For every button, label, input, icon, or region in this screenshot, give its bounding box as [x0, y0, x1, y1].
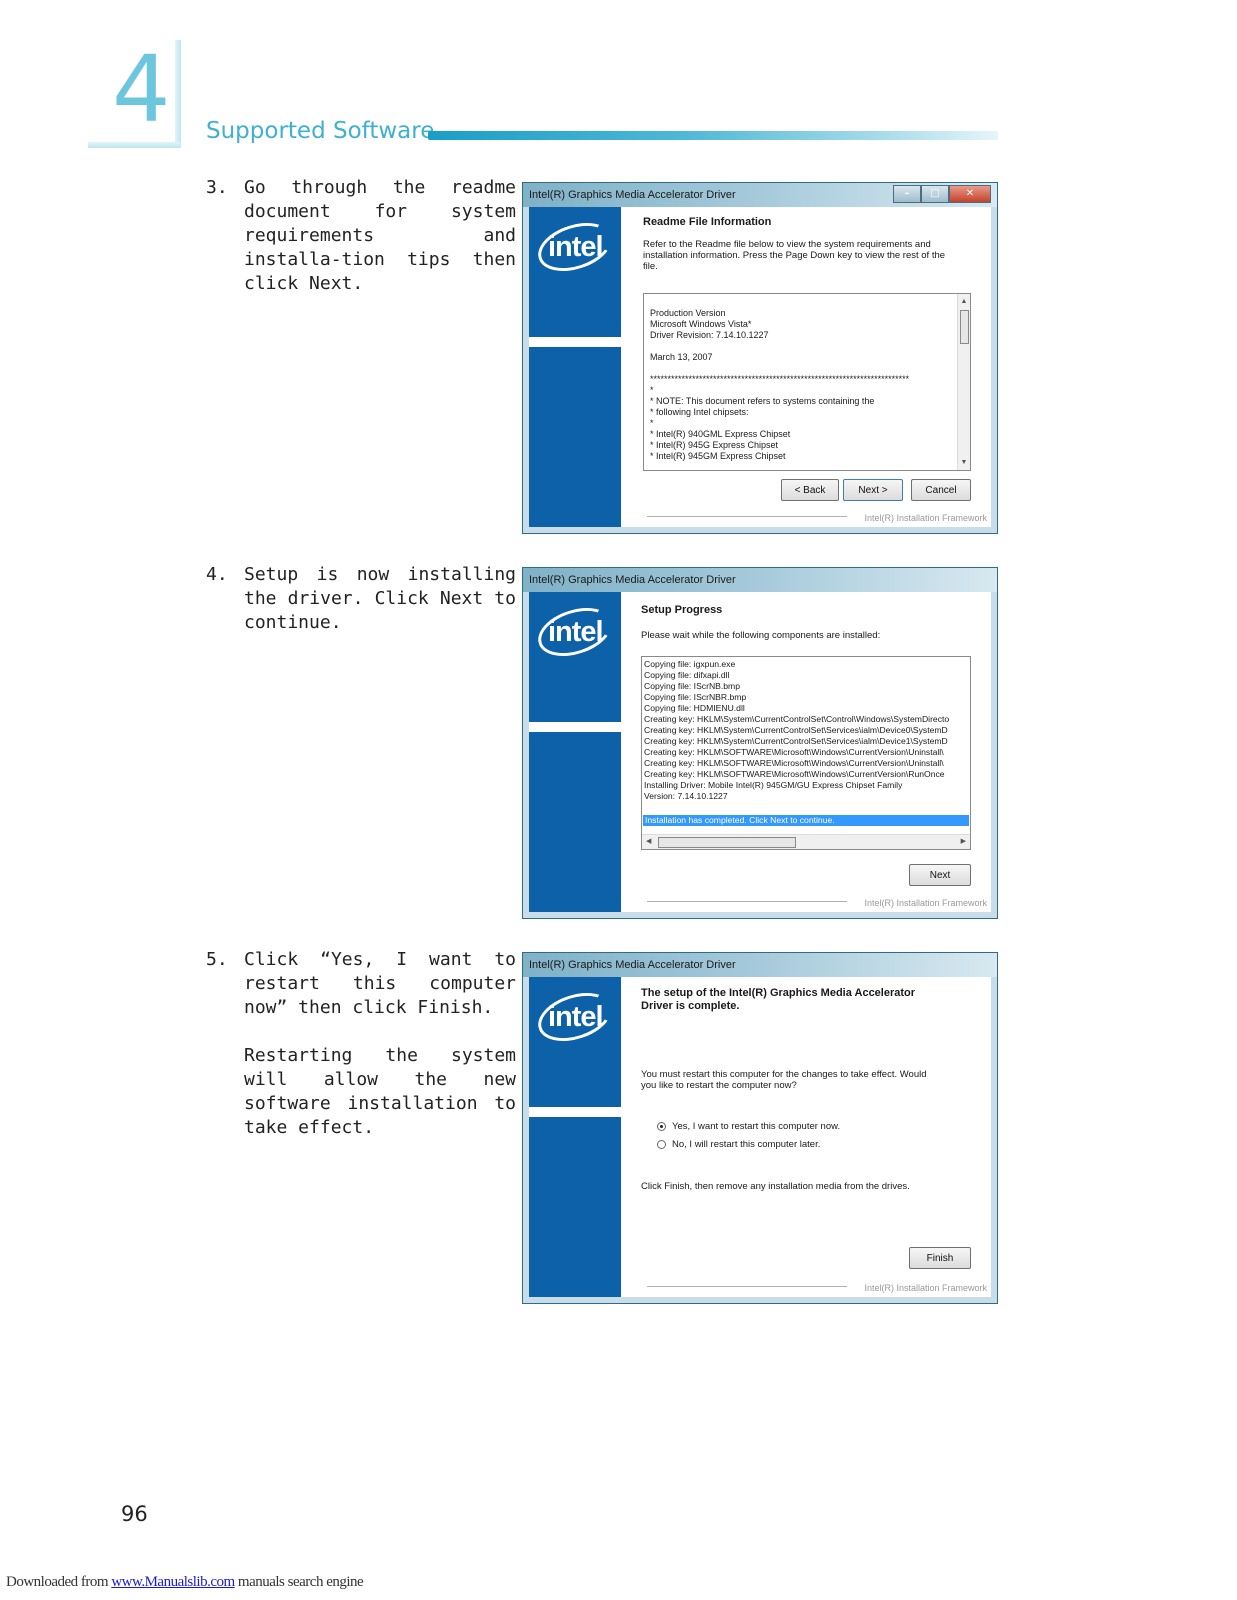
radio-unselected-icon[interactable] [657, 1140, 666, 1149]
intel-sidebar: intel [529, 207, 621, 527]
log-line: Creating key: HKLM\System\CurrentControl… [644, 714, 950, 724]
completed-message: Installation has completed. Click Next t… [643, 815, 969, 826]
scroll-right-icon[interactable]: ▶ [960, 838, 966, 845]
log-line: Creating key: HKLM\SOFTWARE\Microsoft\Wi… [644, 769, 945, 779]
framework-footer: Intel(R) Installation Framework [864, 898, 987, 908]
step-number: 3. [206, 177, 228, 198]
step-3: 3. Go through the readme document for sy… [206, 176, 516, 320]
back-button[interactable]: < Back [781, 479, 839, 501]
next-button[interactable]: Next > [843, 479, 903, 501]
intel-sidebar: intel [529, 592, 621, 912]
log-line: Creating key: HKLM\SOFTWARE\Microsoft\Wi… [644, 758, 944, 768]
log-line: Driver Revision: 7.14.10.1227 [650, 330, 769, 340]
step-text: Restarting the system will allow the new… [244, 1045, 516, 1138]
intel-logo: intel [532, 984, 618, 1050]
dialog-description: You must restart this computer for the c… [641, 1069, 927, 1091]
scroll-left-icon[interactable]: ◀ [646, 838, 652, 845]
log-line [650, 363, 954, 374]
window-title: Intel(R) Graphics Media Accelerator Driv… [523, 568, 997, 592]
scroll-up-icon[interactable]: ▲ [960, 298, 968, 305]
log-line: * following Intel chipsets: [650, 407, 749, 417]
step-5: 5. Click “Yes, I want to restart this co… [206, 948, 516, 1164]
log-line: Microsoft Windows Vista* [650, 319, 752, 329]
next-button[interactable]: Next [909, 864, 971, 886]
log-line: Creating key: HKLM\System\CurrentControl… [644, 736, 948, 746]
cancel-button[interactable]: Cancel [911, 479, 971, 501]
step-4: 4. Setup is now installing the driver. C… [206, 563, 516, 659]
log-line: Version: 7.14.10.1227 [644, 791, 728, 801]
dialog-heading: Setup Progress [641, 604, 723, 616]
log-line: Copying file: igxpun.exe [644, 659, 736, 669]
maximize-icon[interactable]: □ [921, 185, 949, 203]
intel-logo: intel [532, 214, 618, 280]
download-footer: Downloaded from www.Manualslib.com manua… [6, 1574, 364, 1590]
step-text: Setup is now installing the driver. Clic… [244, 564, 516, 633]
log-line: Production Version [650, 308, 726, 318]
dialog-heading: The setup of the Intel(R) Graphics Media… [641, 987, 916, 1012]
chapter-number: 4 [112, 36, 171, 143]
dialog-description: Refer to the Readme file below to view t… [643, 239, 946, 272]
log-line: Creating key: HKLM\System\CurrentControl… [644, 725, 948, 735]
log-line: * NOTE: This document refers to systems … [650, 396, 875, 406]
minimize-icon[interactable]: – [893, 185, 921, 203]
step-number: 5. [206, 949, 228, 970]
scroll-thumb[interactable] [960, 310, 969, 344]
radio-selected-icon[interactable] [657, 1122, 666, 1131]
log-line: * Intel(R) 945G Express Chipset [650, 440, 779, 450]
log-line: Copying file: IScrNBR.bmp [644, 692, 747, 702]
log-line: Installing Driver: Mobile Intel(R) 945GM… [644, 780, 903, 790]
chapter-divider-vertical [175, 40, 181, 148]
progress-dialog: Intel(R) Graphics Media Accelerator Driv… [522, 567, 998, 919]
dialog-heading: Readme File Information [643, 216, 772, 228]
finish-button[interactable]: Finish [909, 1247, 971, 1269]
log-line: * Intel(R) 945GM Express Chipset [650, 451, 786, 461]
intel-sidebar: intel [529, 977, 621, 1297]
chapter-title-bar [428, 131, 998, 140]
framework-footer: Intel(R) Installation Framework [864, 1283, 987, 1293]
complete-dialog: Intel(R) Graphics Media Accelerator Driv… [522, 952, 998, 1304]
horizontal-scrollbar[interactable]: ◀ ▶ [642, 834, 970, 849]
log-line: Copying file: IScrNB.bmp [644, 681, 740, 691]
intel-logo: intel [532, 599, 618, 665]
chapter-title: Supported Software [206, 118, 435, 144]
log-line: March 13, 2007 [650, 352, 713, 362]
chapter-divider-horizontal [88, 142, 180, 148]
restart-now-option[interactable]: Yes, I want to restart this computer now… [657, 1121, 840, 1132]
scroll-down-icon[interactable]: ▼ [960, 459, 968, 466]
dialog-description: Please wait while the following componen… [641, 630, 881, 641]
page-number: 96 [121, 1502, 148, 1526]
log-line: Copying file: HDMIENU.dll [644, 703, 745, 713]
log-line: ****************************************… [650, 374, 910, 384]
log-line: Copying file: difxapi.dll [644, 670, 730, 680]
log-line: * [650, 418, 654, 428]
log-line: * [650, 385, 654, 395]
log-line: * Intel(R) 940GML Express Chipset [650, 429, 791, 439]
vertical-scrollbar[interactable]: ▲ ▼ [957, 294, 970, 470]
finish-note: Click Finish, then remove any installati… [641, 1181, 910, 1192]
log-line: Creating key: HKLM\SOFTWARE\Microsoft\Wi… [644, 747, 944, 757]
scroll-thumb[interactable] [658, 837, 796, 848]
framework-footer: Intel(R) Installation Framework [864, 513, 987, 523]
close-icon[interactable]: ✕ [949, 185, 991, 203]
step-number: 4. [206, 564, 228, 585]
step-text: Click “Yes, I want to restart this compu… [244, 949, 516, 1018]
manualslib-link[interactable]: www.Manualslib.com [111, 1574, 235, 1590]
step-text: Go through the readme document for syste… [244, 177, 516, 294]
window-title: Intel(R) Graphics Media Accelerator Driv… [523, 953, 997, 977]
log-line [650, 341, 954, 352]
readme-dialog: Intel(R) Graphics Media Accelerator Driv… [522, 182, 998, 534]
restart-later-option[interactable]: No, I will restart this computer later. [657, 1139, 820, 1150]
